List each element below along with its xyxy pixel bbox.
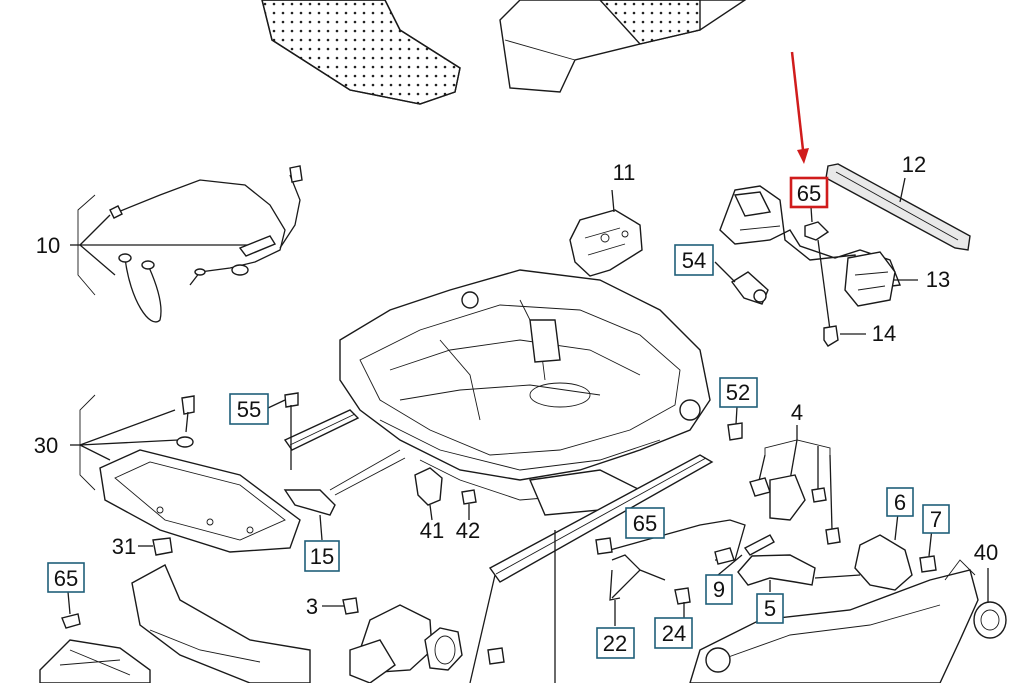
adjust-lever-part [717,534,861,592]
callout-box-6 [886,487,914,517]
callout-4: 4 [791,400,803,425]
cable-harness-part [70,165,303,323]
callout-15: 15 [310,544,334,569]
callout-6: 6 [894,490,906,515]
callout-41: 41 [420,518,444,543]
callout-box-54 [674,244,714,276]
bolt-55-part [267,392,299,470]
callout-65-bottom: 65 [54,566,78,591]
release-handle-part [283,449,406,541]
callout-box-65-mid [625,507,665,539]
callout-65-highlight: 65 [797,181,821,206]
rail-bar-part [825,163,971,251]
callout-box-7 [922,504,950,534]
callout-box-5 [756,593,784,624]
callout-12: 12 [902,152,926,177]
callout-55: 55 [237,397,261,422]
highlight-arrow [790,51,809,164]
callout-42: 42 [456,518,480,543]
callout-7: 7 [930,507,942,532]
callout-10: 10 [36,233,60,258]
callout-52: 52 [726,380,750,405]
base-panel-part [70,394,301,556]
callout-box-55 [229,393,269,425]
sensor-part [714,261,769,305]
motor-41-42-part [414,467,477,521]
seat-cushion-part [261,0,747,105]
callout-13: 13 [926,267,950,292]
callout-5: 5 [764,596,776,621]
backrest-frame-part [689,559,1007,683]
callout-box-9 [705,574,733,605]
seat-height-adjuster-part [719,185,918,347]
callout-54: 54 [682,248,706,273]
callout-9: 9 [713,577,725,602]
callout-11: 11 [613,160,636,185]
callout-box-24 [654,617,693,649]
callout-40: 40 [974,540,998,565]
callout-14: 14 [872,321,896,346]
callout-30: 30 [34,433,58,458]
callout-65-mid: 65 [633,511,657,536]
recliner-hinge-part [749,425,937,591]
seat-frame-part [339,269,711,516]
slide-rail-part [283,409,714,683]
callout-box-65-bottom [47,562,85,593]
trim-cover-part [39,564,311,683]
bolt-52-part [727,406,743,441]
adjust-cable-part [595,519,746,626]
callout-24: 24 [662,621,686,646]
callout-31: 31 [112,534,136,559]
bottom-mechanism-part [322,597,505,683]
callout-3: 3 [306,594,318,619]
callout-box-65-highlight [789,176,829,209]
callout-box-52 [719,377,758,408]
callout-box-15 [304,540,340,572]
callout-22: 22 [603,631,627,656]
bracket-part [569,189,643,277]
callout-box-22 [596,627,635,659]
